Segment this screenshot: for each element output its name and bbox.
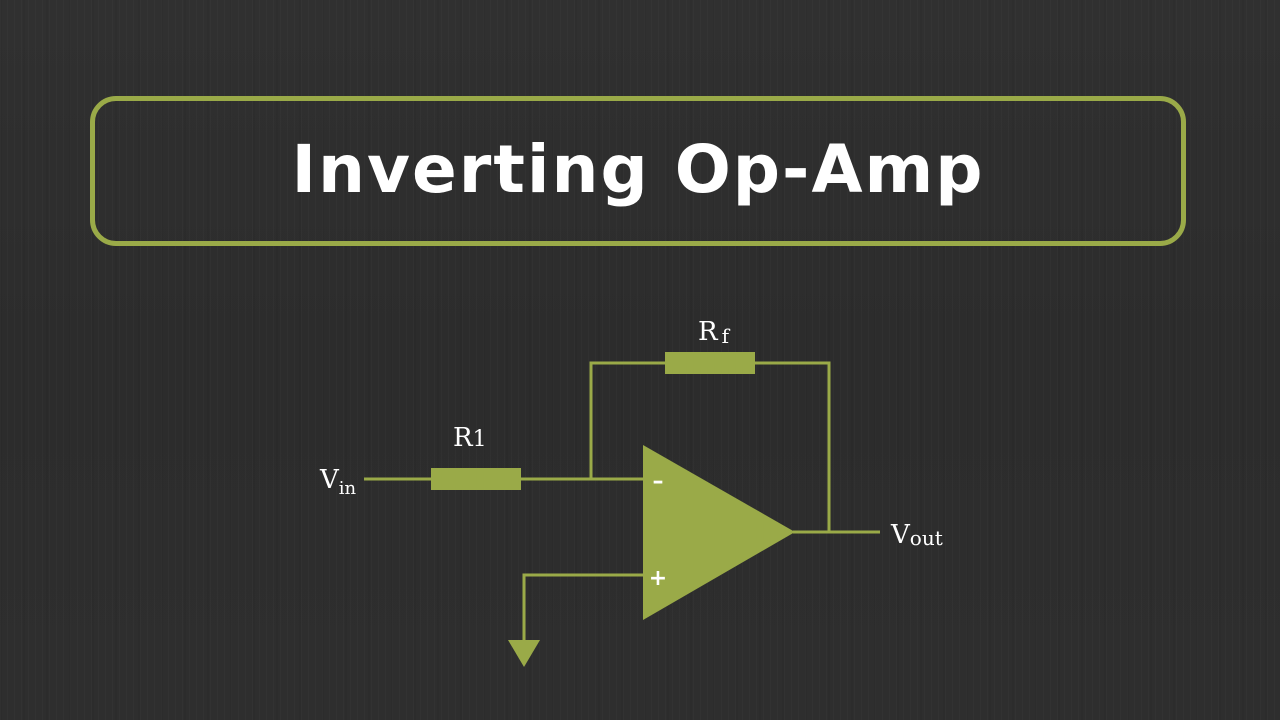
r1-label-sub: 1 (473, 427, 487, 452)
vout-label: Vout (890, 520, 943, 550)
op-amp-triangle (643, 445, 795, 620)
r1-label: R1 (453, 423, 487, 453)
vout-label-sub: out (910, 526, 943, 550)
rf-label-sub: f (722, 324, 731, 348)
rf-resistor (665, 352, 755, 374)
r1-label-main: R (453, 423, 474, 453)
noninverting-input-sign: + (649, 566, 667, 591)
feedback-wire-right (754, 361, 831, 532)
rf-label-main: R (698, 317, 719, 347)
ground-wire (522, 573, 645, 642)
feedback-wire-left (589, 361, 666, 479)
inverting-input-sign: – (653, 469, 664, 494)
vout-label-main: V (890, 520, 911, 550)
ground-arrow-icon (508, 640, 540, 667)
vin-label: Vin (319, 465, 357, 499)
page-title: Inverting Op-Amp (291, 130, 985, 208)
vin-label-sub: in (339, 478, 357, 499)
vin-label-main: V (319, 465, 340, 495)
title-frame: Inverting Op-Amp (90, 96, 1186, 246)
r1-resistor (431, 468, 521, 490)
